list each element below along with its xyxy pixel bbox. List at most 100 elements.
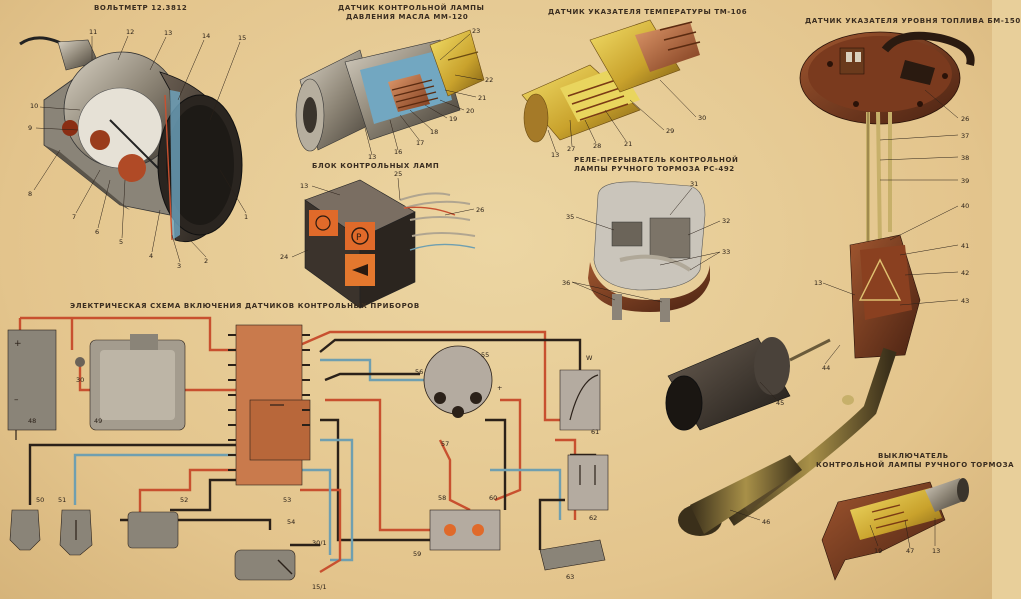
callout: 39: [961, 177, 969, 185]
schematic-callouts: 48 49 30 50 51 52 53 54 55 56 57 58 59 6…: [28, 351, 599, 591]
fuel-sensor-leaders: [729, 89, 959, 521]
callout: 30: [698, 114, 706, 122]
callout: W: [586, 354, 593, 362]
sensor-50: [9, 509, 41, 551]
callout: 24: [280, 253, 288, 261]
callout: 26: [961, 115, 969, 123]
callout: 57: [441, 440, 449, 448]
callout: 7: [72, 213, 76, 221]
sensor-61: [559, 369, 601, 431]
callout: 28: [593, 142, 601, 150]
relay-title-line-2: ЛАМПЫ РУЧНОГО ТОРМОЗА РС-492: [574, 165, 735, 173]
brake-switch-leaders: [869, 518, 936, 549]
callout: 50: [36, 496, 44, 504]
callout: 11: [89, 28, 97, 36]
oil-sensor-leaders: [364, 33, 483, 156]
callout: 16: [394, 148, 402, 156]
lamp-block-title: БЛОК КОНТРОЛЬНЫХ ЛАМП: [312, 162, 440, 170]
callout: 14: [202, 32, 210, 40]
callout: 62: [589, 514, 597, 522]
callout: 21: [624, 140, 632, 148]
temp-sensor-illustration: [521, 19, 701, 143]
callout: 29: [666, 127, 674, 135]
voltmeter-leaders: [33, 35, 247, 263]
brake-switch-callouts: 19 47 13: [874, 547, 940, 555]
callout: 20: [466, 107, 474, 115]
callout: 5: [119, 238, 123, 246]
callout: 35: [566, 213, 574, 221]
callout: 58: [438, 494, 446, 502]
temp-sensor-title: ДАТЧИК УКАЗАТЕЛЯ ТЕМПЕРАТУРЫ ТМ-106: [548, 8, 748, 16]
callout: 13: [551, 151, 559, 159]
gauge-55: [423, 345, 493, 418]
relay-62: [567, 454, 609, 511]
callout: 46: [762, 518, 770, 526]
generator-49: [75, 334, 186, 431]
callout: 17: [416, 139, 424, 147]
callout: 27: [567, 145, 575, 153]
callout: 59: [413, 550, 421, 558]
callout: 42: [961, 269, 969, 277]
callout: 63: [566, 573, 574, 581]
diagram-graphics: 11 12 13 14 15 10 9 8 7 6 5 4 3 2 1 23 2…: [7, 19, 975, 591]
lamp-block-callouts: 13 25 26 24: [280, 170, 484, 261]
temp-sensor-callouts: 30 29 21 28 27 13: [551, 114, 706, 159]
voltmeter-title: ВОЛЬТМЕТР 12.3812: [94, 4, 188, 12]
callout: 19: [449, 115, 457, 123]
fuel-sensor-title: ДАТЧИК УКАЗАТЕЛЯ УРОВНЯ ТОПЛИВА БМ-150: [805, 17, 1021, 25]
lamp-block-illustration: P: [304, 179, 476, 309]
callout: 26: [476, 206, 484, 214]
callout: 51: [58, 496, 66, 504]
callout: 10: [30, 102, 38, 110]
relay-leaders: [571, 187, 721, 303]
callout: 13: [368, 153, 376, 161]
fuel-sensor-float: [665, 337, 791, 431]
callout: 21: [478, 94, 486, 102]
callout: 19: [874, 547, 882, 555]
brake-switch-title-line-1: ВЫКЛЮЧАТЕЛЬ: [878, 452, 949, 460]
oil-sensor-illustration: [295, 29, 485, 152]
callout: 18: [430, 128, 438, 136]
callout: 30/1: [312, 539, 327, 547]
oil-sensor-title-line-2: ДАВЛЕНИЯ МАСЛА ММ-120: [346, 13, 469, 21]
schematic-wires: [18, 316, 597, 574]
callout: 4: [149, 252, 153, 260]
callout: 8: [28, 190, 32, 198]
connector-block-53: [228, 324, 311, 486]
brake-switch-illustration: [821, 478, 969, 581]
svg-text:+: +: [14, 339, 22, 349]
switch-63: [539, 539, 606, 571]
callout: 1: [244, 213, 248, 221]
callout: 43: [961, 297, 969, 305]
callout: 45: [776, 399, 784, 407]
svg-text:P: P: [356, 233, 362, 243]
battery-48: + –: [7, 329, 57, 440]
sensor-51: [59, 509, 93, 556]
callout: 36: [562, 279, 570, 287]
callout: 56: [415, 368, 423, 376]
callout: 55: [481, 351, 489, 359]
callout: 49: [94, 417, 102, 425]
callout: 48: [28, 417, 36, 425]
callout: 60: [489, 494, 497, 502]
callout: 32: [722, 217, 730, 225]
fuel-sensor-illustration: [678, 31, 975, 536]
svg-text:–: –: [14, 395, 19, 405]
temp-sensor-leaders: [547, 79, 697, 153]
callout: 54: [287, 518, 295, 526]
callout: 38: [961, 154, 969, 162]
callout: 15/1: [312, 583, 327, 591]
callout: 40: [961, 202, 969, 210]
relay-illustration: [588, 181, 710, 322]
callout: 23: [472, 27, 480, 35]
callout: 33: [722, 248, 730, 256]
lamp-block-leaders: [291, 177, 475, 258]
voltmeter-illustration: [19, 36, 243, 242]
fuel-sensor-callouts: 26 37 38 39 40 41 42 43 13 44 45 46: [762, 115, 969, 526]
callout: 47: [906, 547, 914, 555]
callout: 13: [814, 279, 822, 287]
callout: 30: [76, 376, 84, 384]
ignition-54: [234, 549, 296, 581]
callout: 25: [394, 170, 402, 178]
